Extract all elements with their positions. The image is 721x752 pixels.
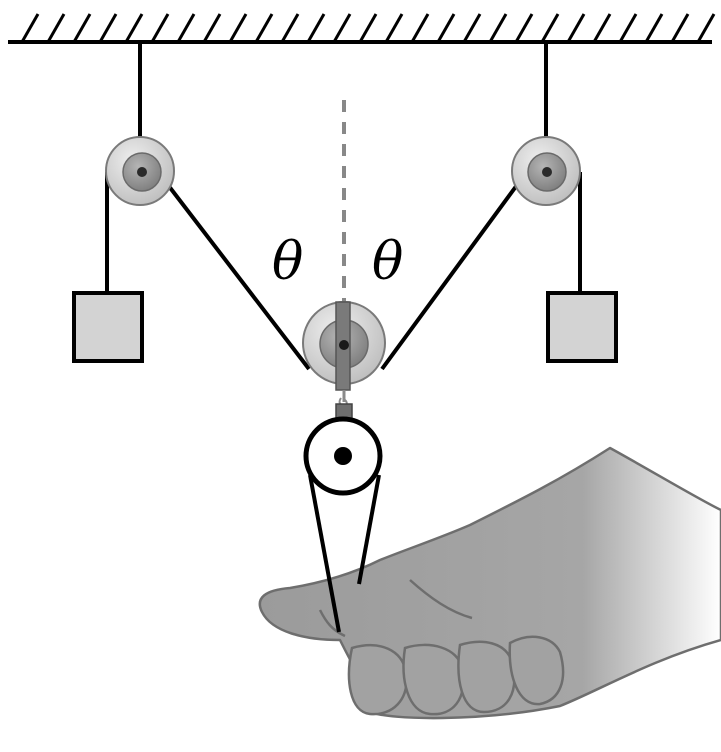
ceiling (8, 13, 716, 44)
hatch-mark (254, 13, 274, 43)
hatch-mark (332, 13, 352, 43)
right-hanging-mass-icon (546, 291, 618, 363)
hatch-mark (696, 13, 716, 43)
hatch-mark (566, 13, 586, 43)
hatch-mark (488, 13, 508, 43)
hatch-mark (436, 13, 456, 43)
ropes (105, 172, 582, 371)
left-inclined-rope (166, 183, 311, 371)
hand-icon (258, 446, 721, 720)
hatch-mark (540, 13, 560, 43)
hatch-mark (306, 13, 326, 43)
hatch-mark (618, 13, 638, 43)
hatch-mark (20, 13, 40, 43)
right-inclined-rope (380, 183, 519, 371)
hatch-mark (280, 13, 300, 43)
left-fixed-pulley-icon (105, 136, 175, 206)
left-hanging-mass-icon (72, 291, 144, 363)
hatch-mark (228, 13, 248, 43)
hatch-mark (202, 13, 222, 43)
hatch-mark (150, 13, 170, 43)
hatch-mark (462, 13, 482, 43)
ceiling-hatch-icon (20, 13, 716, 43)
hatch-mark (592, 13, 612, 43)
hatch-mark (514, 13, 534, 43)
hatch-mark (670, 13, 690, 43)
hatch-mark (384, 13, 404, 43)
hatch-mark (176, 13, 196, 43)
right-fixed-pulley-icon (511, 136, 581, 206)
hatch-mark (72, 13, 92, 43)
hatch-mark (410, 13, 430, 43)
hatch-mark (98, 13, 118, 43)
hatch-mark (358, 13, 378, 43)
movable-pulley-icon (302, 301, 386, 419)
left-angle-label: θ (272, 232, 304, 292)
hand-pulley-icon (303, 416, 383, 633)
right-angle-label: θ (372, 232, 404, 292)
hatch-mark (46, 13, 66, 43)
hatch-mark (644, 13, 664, 43)
hatch-mark (124, 13, 144, 43)
